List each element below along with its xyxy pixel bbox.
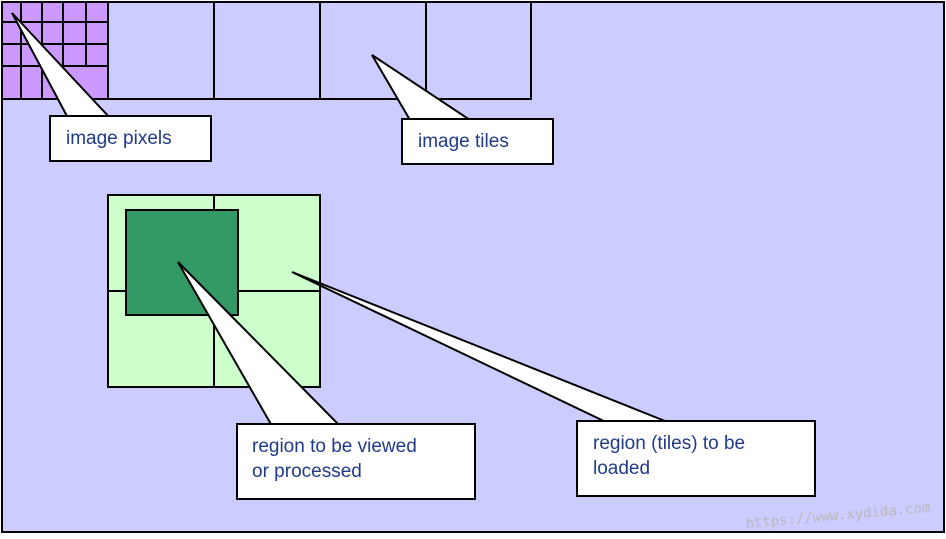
- label-region-loaded-line2: loaded: [593, 458, 650, 479]
- label-region-viewed-line1: region to be viewed: [252, 436, 417, 457]
- callout-image-tiles: [401, 118, 554, 165]
- callout-boxes: [49, 115, 816, 500]
- callout-region-loaded: [576, 420, 816, 497]
- callout-region-viewed: [236, 423, 476, 500]
- callout-image-pixels: [49, 115, 212, 162]
- view-region-box: [125, 209, 239, 316]
- label-image-tiles: image tiles: [418, 131, 509, 152]
- image-tile: [425, 1, 532, 100]
- label-region-loaded-line1: region (tiles) to be: [593, 433, 745, 454]
- label-image-pixels: image pixels: [66, 128, 172, 149]
- image-tiles-row: [1, 1, 532, 100]
- label-region-viewed-line2: or processed: [252, 461, 362, 482]
